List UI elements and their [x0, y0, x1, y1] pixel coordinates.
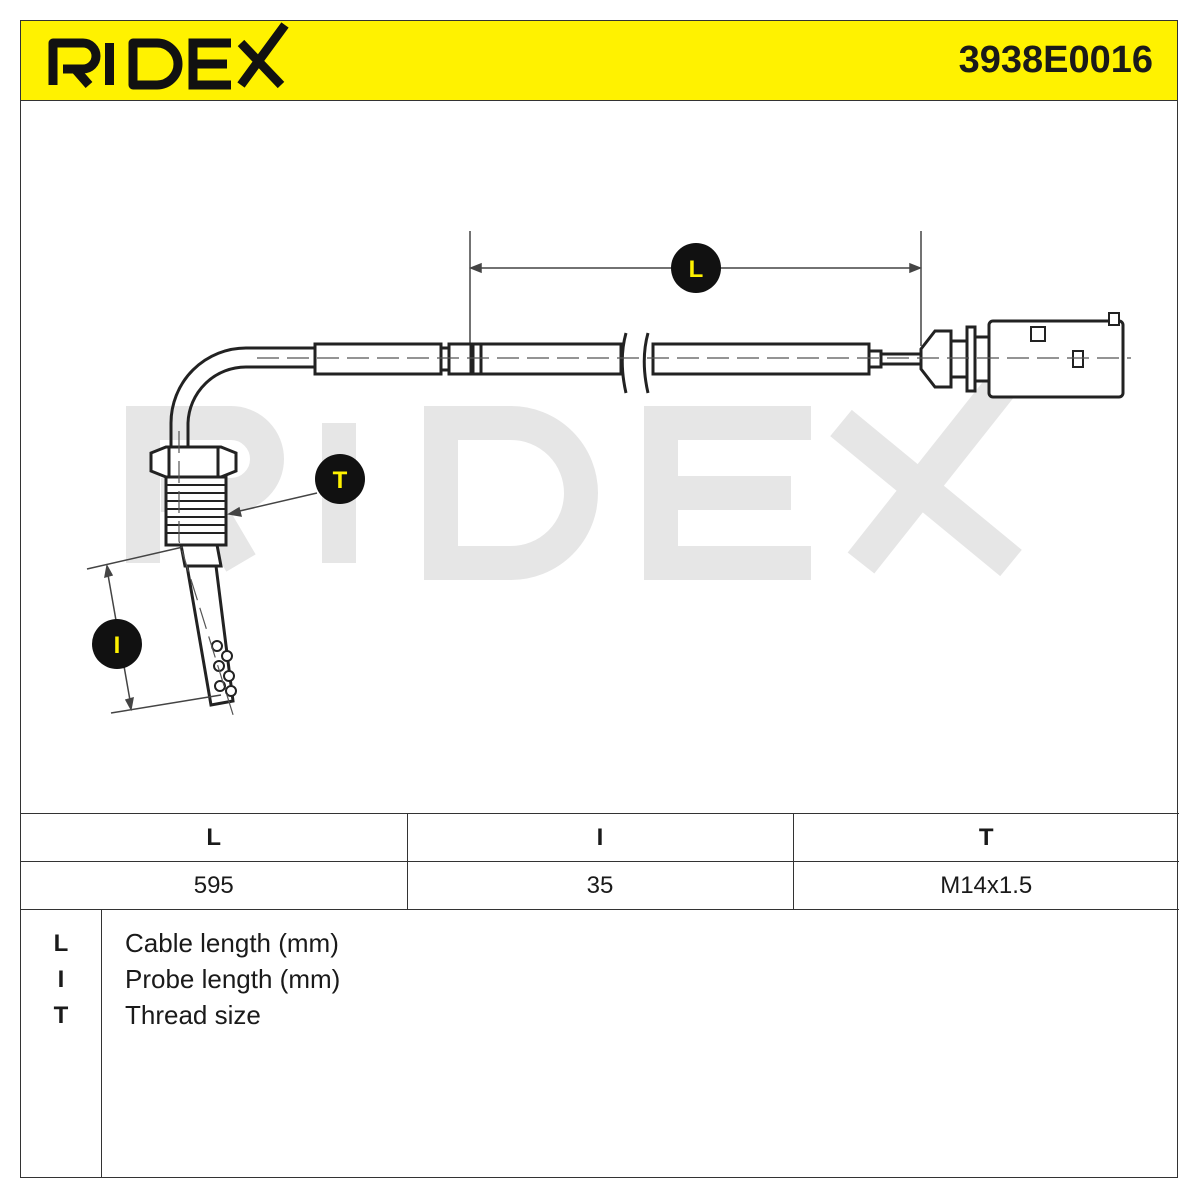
- legend-desc-T: Thread size: [125, 1000, 261, 1030]
- header-bar: 3938E0016: [21, 21, 1177, 101]
- callout-I-label: I: [114, 632, 121, 659]
- sensor-drawing: L: [86, 231, 1131, 722]
- spec-value-T: M14x1.5: [792, 861, 1179, 910]
- callout-T-label: T: [333, 467, 348, 494]
- legend-key-I: I: [57, 966, 65, 993]
- spec-header-row: L I T: [21, 813, 1179, 862]
- legend-key-T: T: [53, 1002, 69, 1029]
- legend: L I T Cable length (mm) Probe length (mm…: [21, 910, 1179, 1178]
- callout-L: L: [671, 243, 721, 293]
- datasheet-frame: 3938E0016 L: [20, 20, 1179, 1178]
- callout-L-label: L: [689, 256, 704, 283]
- spec-header-I: I: [406, 813, 794, 862]
- spec-header-T: T: [792, 813, 1179, 862]
- legend-key-L: L: [53, 930, 69, 957]
- legend-desc-I: Probe length (mm): [125, 964, 341, 994]
- sensor-assembly: [149, 312, 1125, 707]
- part-number: 3938E0016: [958, 39, 1153, 81]
- spec-header-L: L: [21, 813, 408, 862]
- ridex-logo: [48, 22, 289, 90]
- dimension-T: [226, 492, 318, 517]
- legend-desc-L: Cable length (mm): [125, 928, 339, 958]
- spec-value-I: 35: [406, 861, 794, 910]
- center-line: [178, 357, 1131, 722]
- ridex-watermark: [126, 350, 1035, 580]
- callout-T: T: [315, 454, 365, 504]
- legend-keys-column: L I T: [21, 910, 102, 1178]
- callout-I: I: [92, 619, 142, 669]
- spec-value-row: 595 35 M14x1.5: [21, 861, 1179, 910]
- spec-value-L: 595: [21, 861, 408, 910]
- spec-table: L I T 595 35 M14x1.5: [21, 813, 1179, 910]
